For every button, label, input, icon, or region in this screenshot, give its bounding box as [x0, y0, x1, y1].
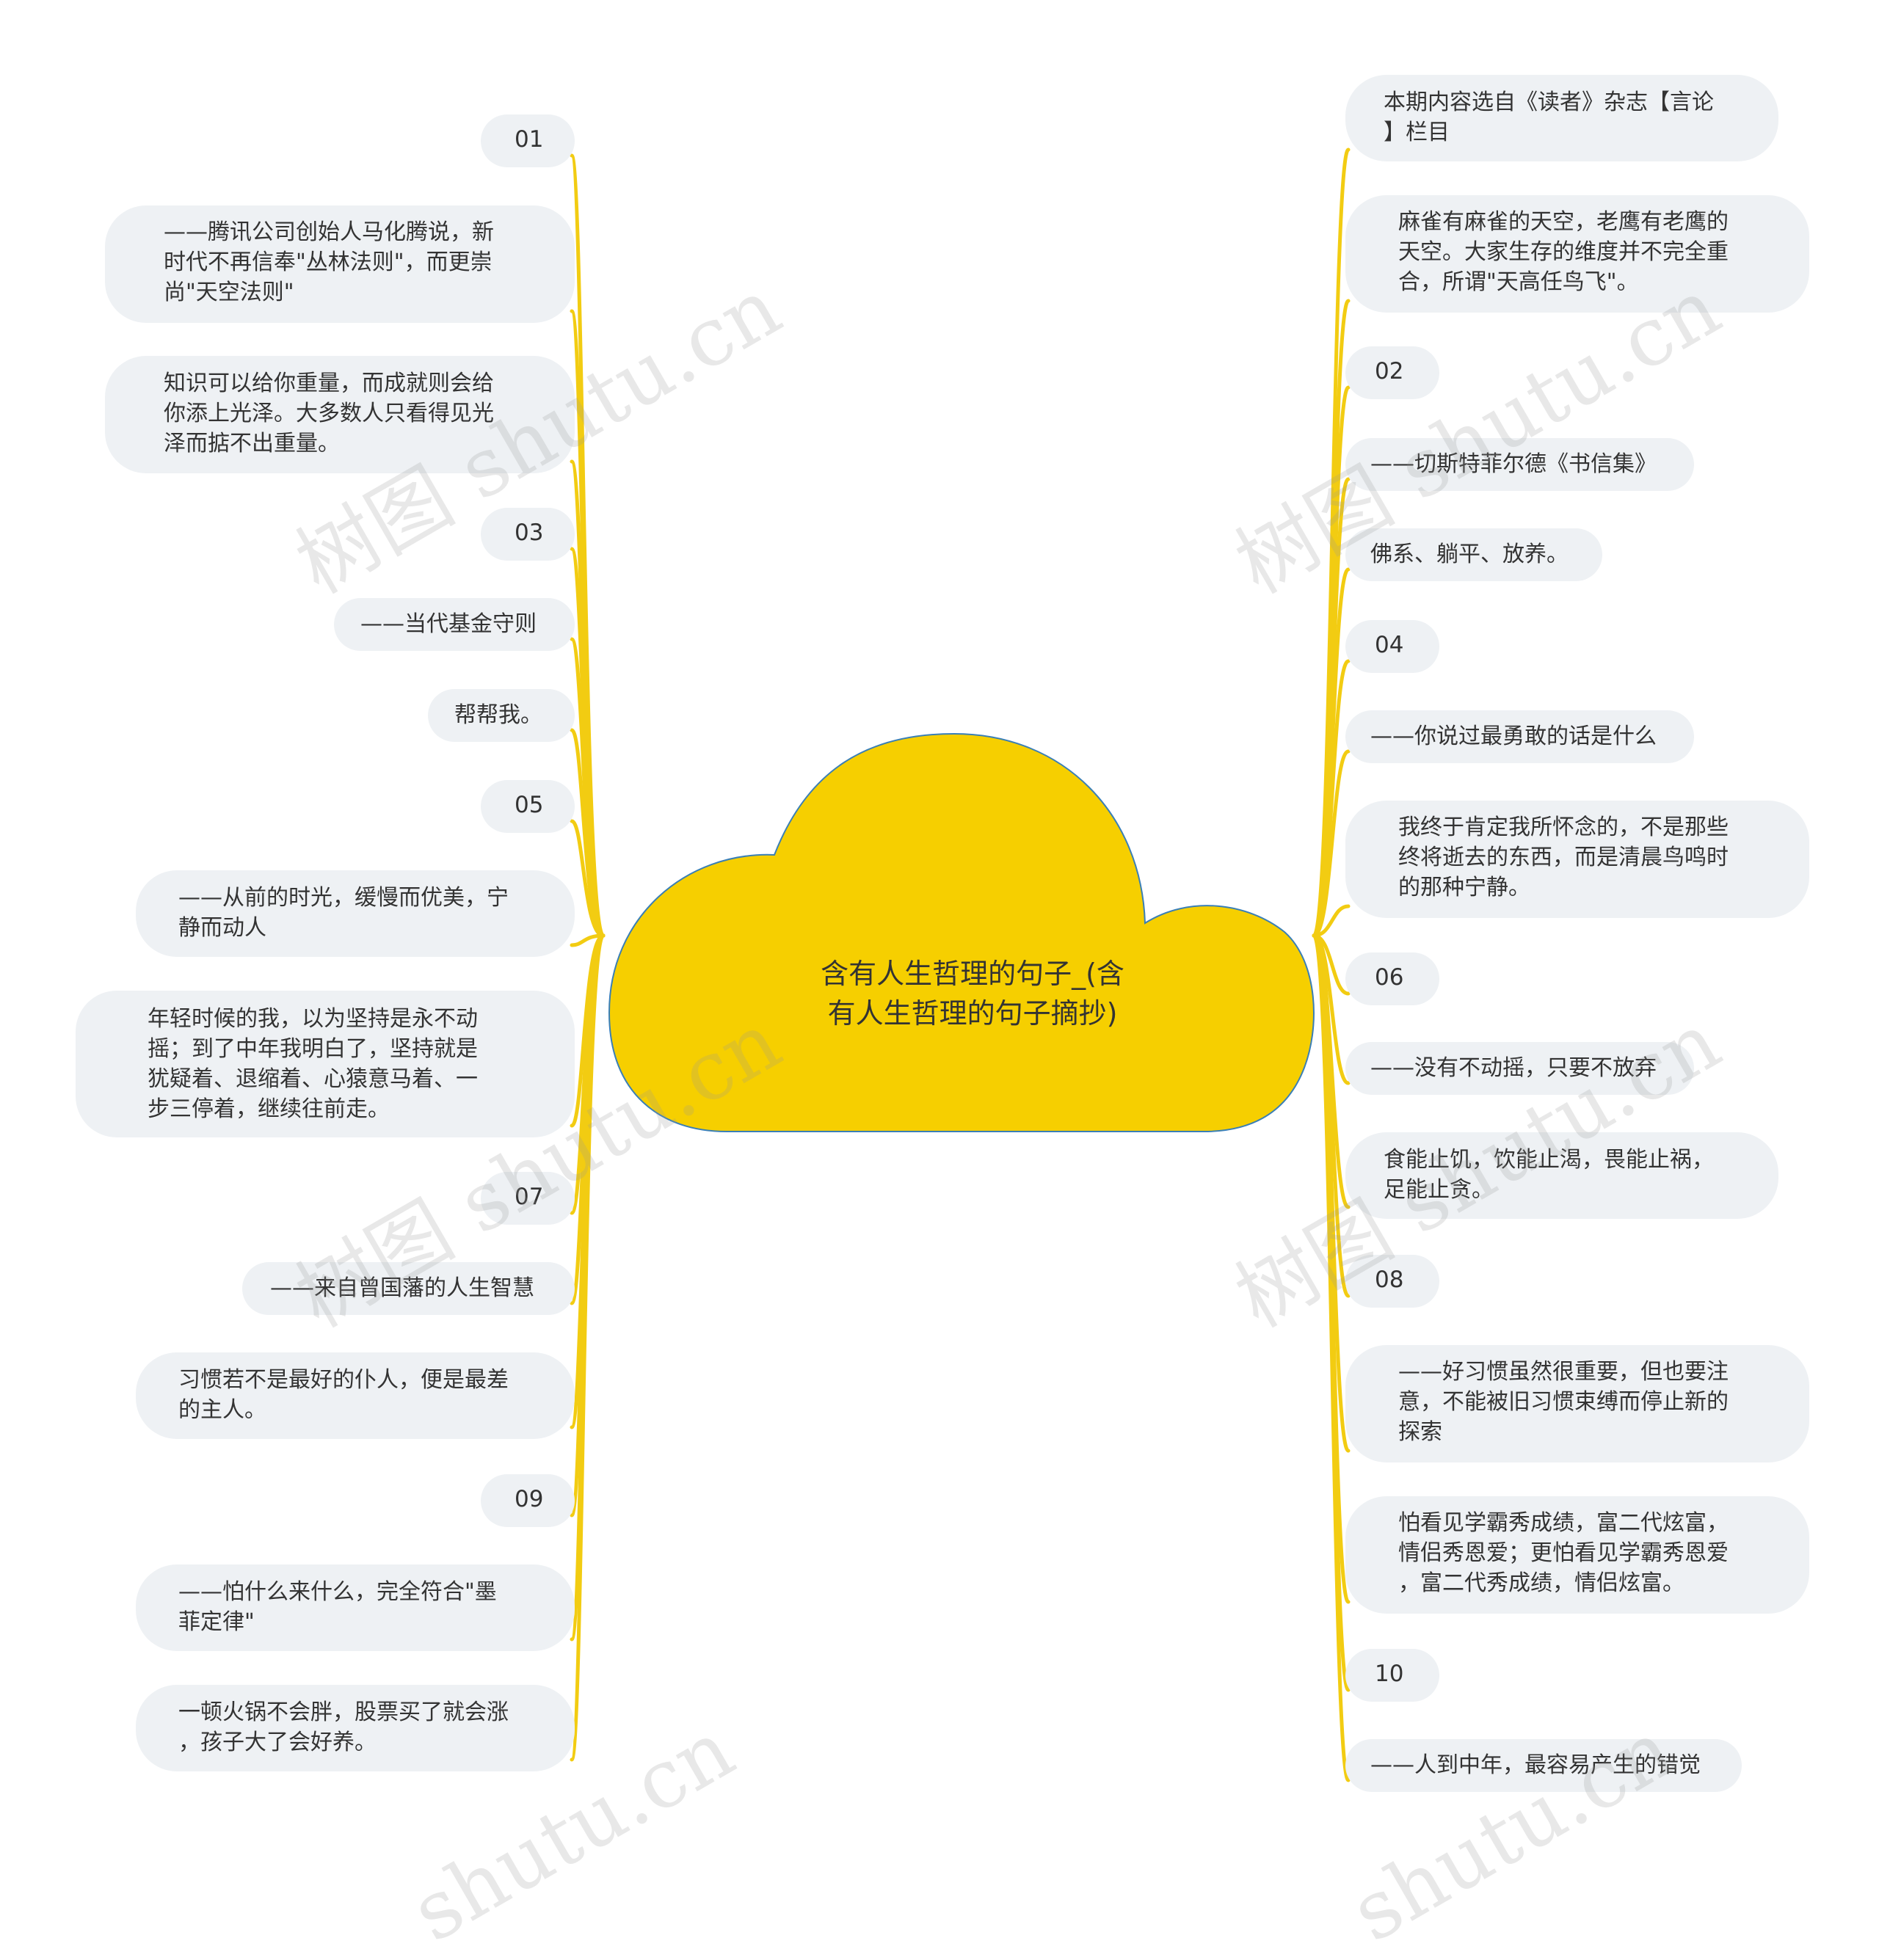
branch-line	[570, 933, 606, 1762]
left-node-source[interactable]: ——当代基金守则	[334, 598, 575, 651]
right-node-quote[interactable]: 食能止饥，饮能止渴，畏能止祸， 足能止贪。	[1345, 1132, 1778, 1219]
left-node-09[interactable]: 09	[481, 1474, 575, 1527]
left-node-quote[interactable]: 习惯若不是最好的仆人，便是最差 的主人。	[136, 1352, 575, 1439]
right-node-08[interactable]: 08	[1345, 1255, 1439, 1308]
right-node-source[interactable]: ——人到中年，最容易产生的错觉	[1345, 1739, 1742, 1792]
branch-line	[570, 933, 606, 947]
right-node-source[interactable]: ——好习惯虽然很重要，但也要注 意，不能被旧习惯束缚而停止新的 探索	[1345, 1345, 1809, 1462]
central-cloud[interactable]	[0, 0, 1879, 1861]
right-node-quote[interactable]: 麻雀有麻雀的天空，老鹰有老鹰的 天空。大家生存的维度并不完全重 合，所谓"天高任…	[1345, 195, 1809, 313]
left-node-quote[interactable]: 年轻时候的我，以为坚持是永不动 摇；到了中年我明白了，坚持就是 犹疑着、退缩着、…	[76, 991, 575, 1137]
right-node-04[interactable]: 04	[1345, 620, 1439, 673]
branch-line	[1312, 904, 1351, 938]
left-node-quote[interactable]: 帮帮我。	[428, 689, 575, 742]
right-node-06[interactable]: 06	[1345, 952, 1439, 1005]
right-node-source[interactable]: ——切斯特菲尔德《书信集》	[1345, 438, 1694, 491]
left-node-source[interactable]: ——来自曾国藩的人生智慧	[242, 1262, 575, 1315]
branch-line	[570, 728, 606, 938]
right-node-10[interactable]: 10	[1345, 1649, 1439, 1702]
right-node-intro[interactable]: 本期内容选自《读者》杂志【言论 】栏目	[1345, 75, 1778, 161]
right-node-02[interactable]: 02	[1345, 346, 1439, 399]
right-node-quote[interactable]: 怕看见学霸秀成绩，富二代炫富， 情侣秀恩爱；更怕看见学霸秀恩爱 ，富二代秀成绩，…	[1345, 1496, 1809, 1614]
left-node-01[interactable]: 01	[481, 114, 575, 167]
branch-line	[570, 819, 606, 938]
left-node-07[interactable]: 07	[481, 1172, 575, 1225]
right-node-quote[interactable]: 我终于肯定我所怀念的，不是那些 终将逝去的东西，而是清晨鸟鸣时 的那种宁静。	[1345, 801, 1809, 918]
left-node-quote[interactable]: 一顿火锅不会胖，股票买了就会涨 ，孩子大了会好养。	[136, 1685, 575, 1771]
branch-line	[1312, 749, 1351, 938]
left-node-quote[interactable]: ——腾讯公司创始人马化腾说，新 时代不再信奉"丛林法则"，而更崇 尚"天空法则"	[105, 205, 575, 323]
branch-line	[1312, 933, 1351, 1782]
left-node-quote[interactable]: 知识可以给你重量，而成就则会给 你添上光泽。大多数人只看得见光 泽而掂不出重量。	[105, 356, 575, 473]
left-node-03[interactable]: 03	[481, 508, 575, 561]
left-node-source[interactable]: ——怕什么来什么，完全符合"墨 菲定律"	[136, 1564, 575, 1651]
left-node-source[interactable]: ——从前的时光，缓慢而优美，宁 静而动人	[136, 870, 575, 957]
right-node-source[interactable]: ——没有不动摇，只要不放弃	[1345, 1042, 1694, 1095]
branch-connectors	[570, 147, 1351, 1782]
right-node-source[interactable]: ——你说过最勇敢的话是什么	[1345, 710, 1694, 763]
right-node-quote[interactable]: 佛系、躺平、放养。	[1345, 528, 1602, 581]
central-topic-title[interactable]: 含有人生哲理的句子_(含 有人生哲理的句子摘抄)	[821, 958, 1124, 1030]
left-node-05[interactable]: 05	[481, 780, 575, 833]
